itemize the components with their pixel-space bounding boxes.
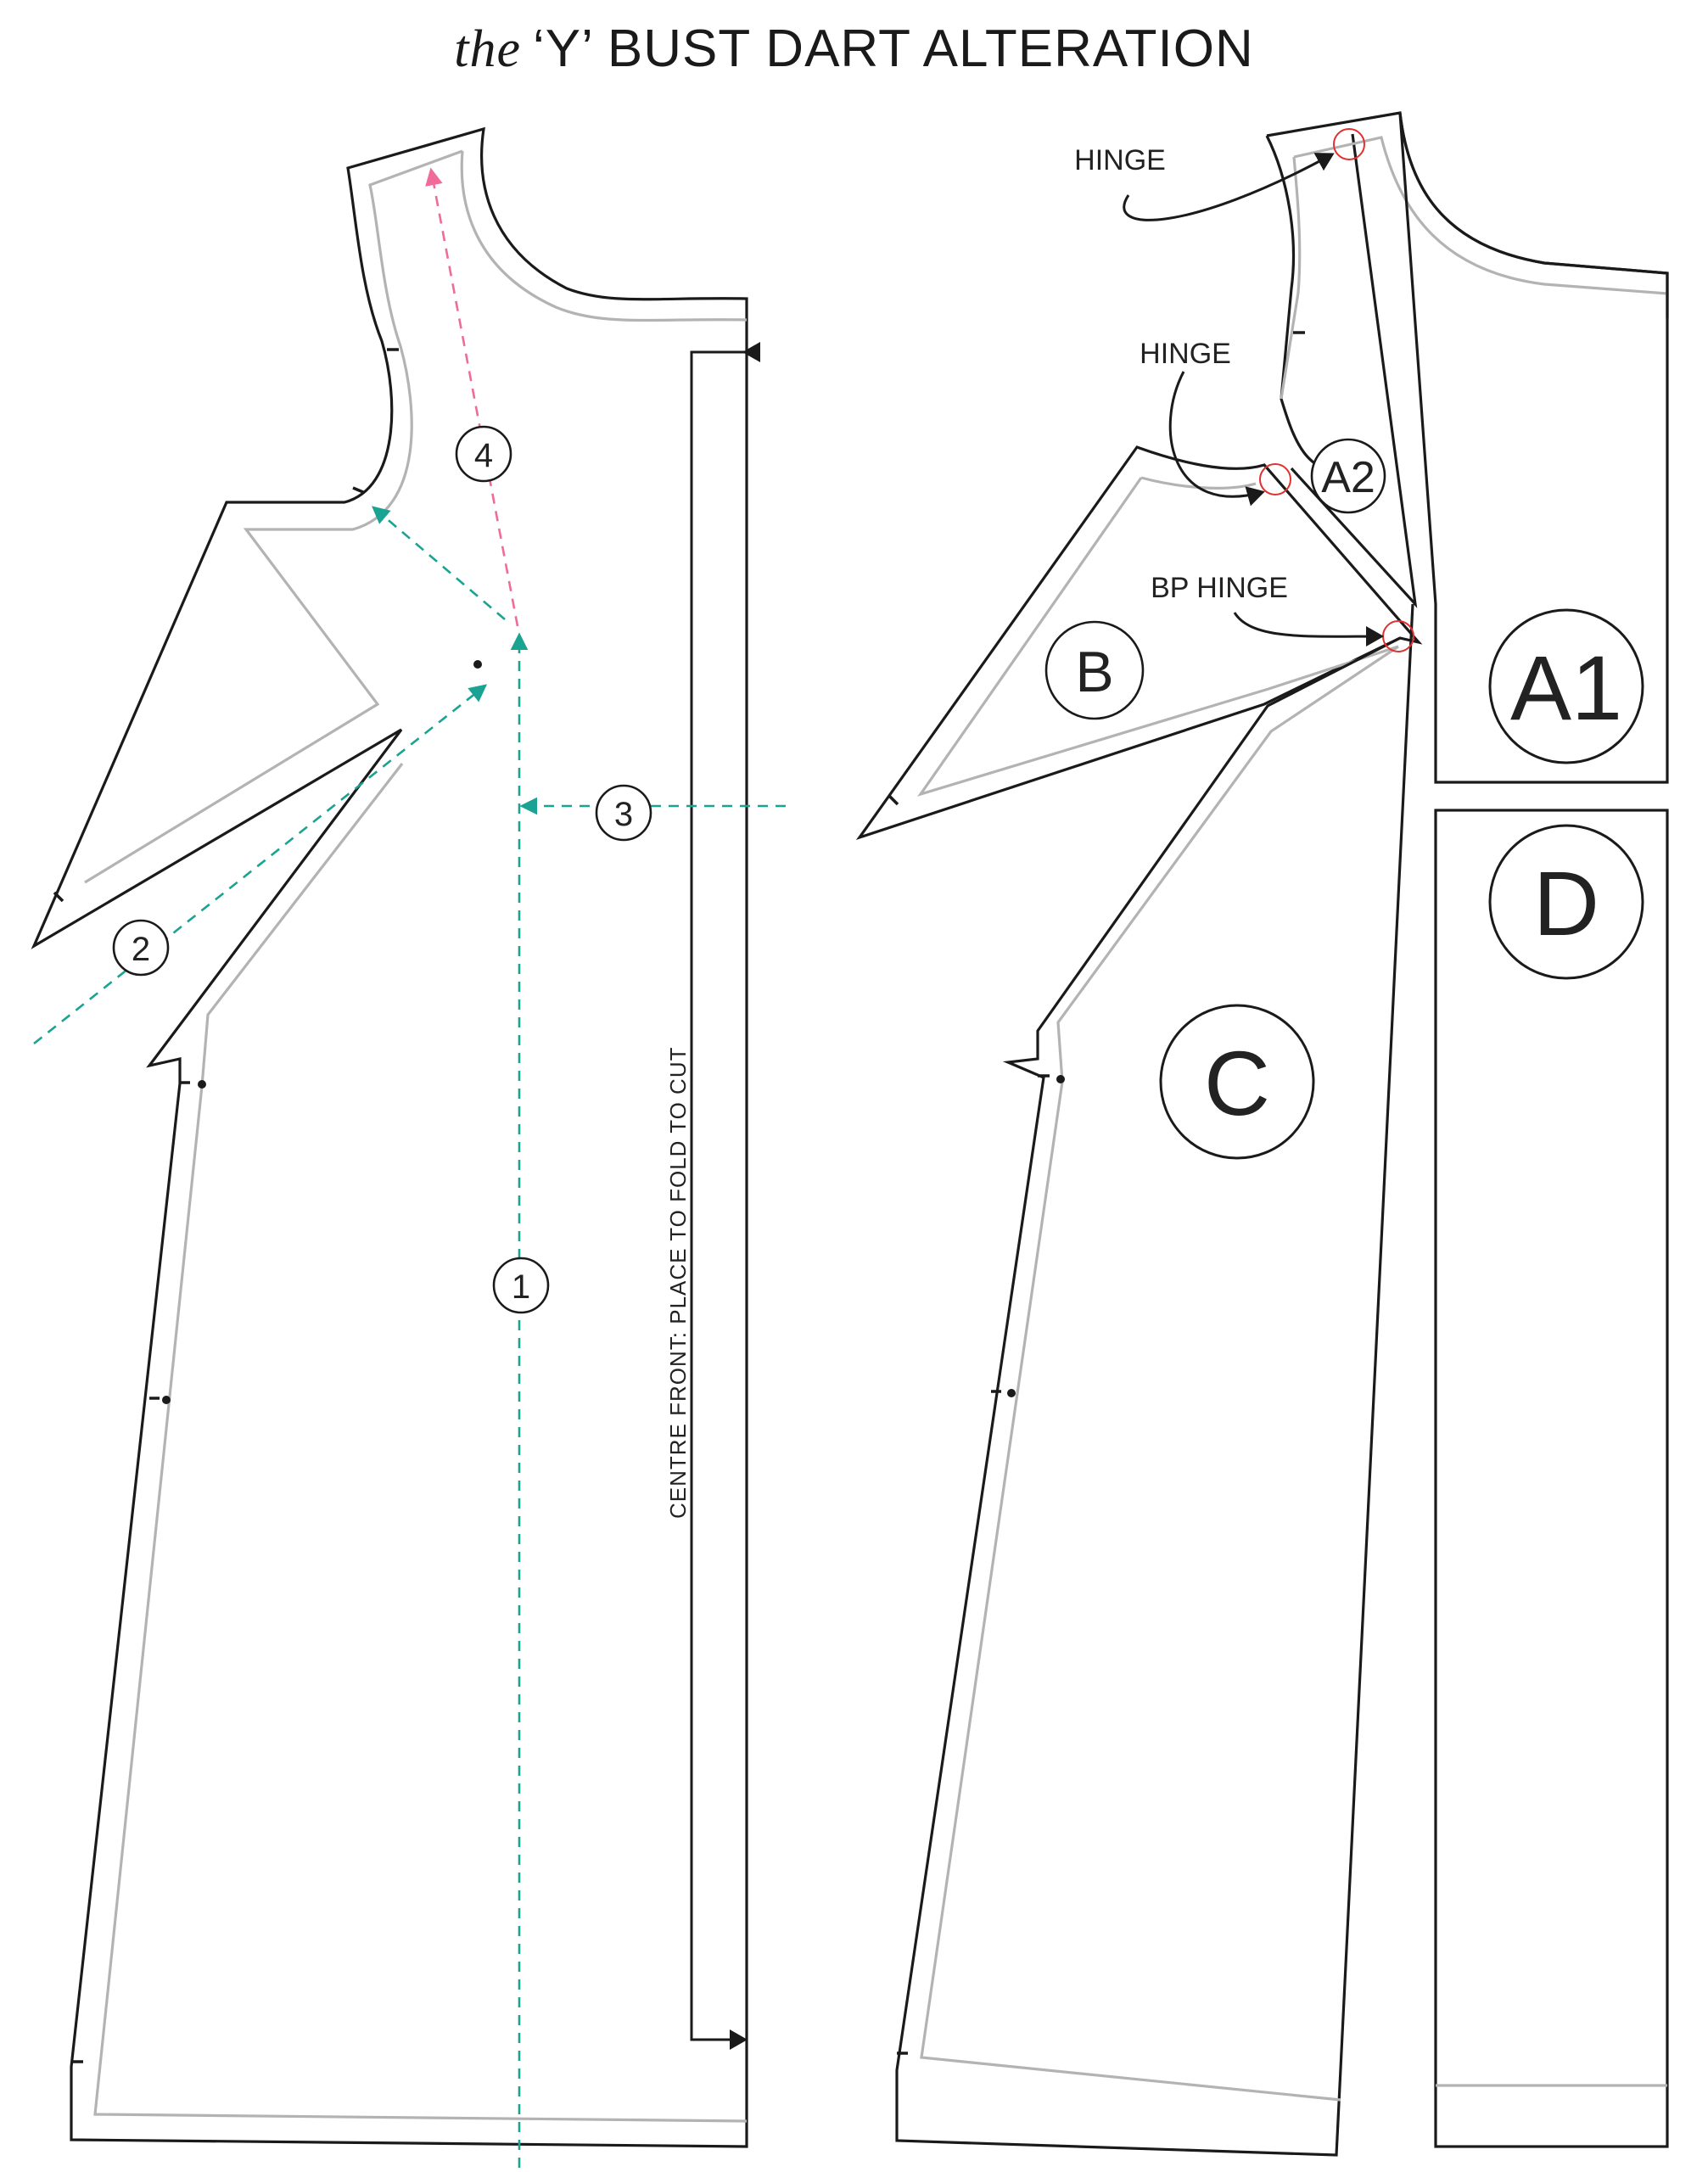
notch — [888, 794, 899, 806]
piece-a1-label: A1 — [1510, 636, 1622, 739]
left-pattern-piece: CENTRE FRONT: PLACE TO FOLD TO CUT 1 2 3… — [31, 126, 786, 2168]
piece-d-outline — [1434, 809, 1669, 2148]
piece-label-a2: A2 — [1310, 438, 1386, 514]
title-main: ‘Y’ BUST DART ALTERATION — [533, 20, 1254, 78]
hinge-marker-top — [1333, 128, 1365, 160]
diagram-title: the‘Y’ BUST DART ALTERATION — [0, 19, 1708, 80]
piece-c-label: C — [1204, 1032, 1270, 1134]
piece-c-seam-allowance — [920, 645, 1399, 2102]
step-label-4: 4 — [474, 437, 493, 474]
notch-dot — [198, 1080, 206, 1089]
notch-dot — [162, 1396, 171, 1404]
piece-a2-outline — [1265, 111, 1669, 473]
piece-d-label: D — [1533, 852, 1599, 954]
step-label-1: 1 — [512, 1268, 530, 1306]
piece-b-seam-allowance — [917, 476, 1399, 797]
guide-line-2 — [33, 684, 488, 1045]
grainline-bracket — [690, 342, 760, 2050]
piece-b-outline — [855, 445, 1423, 841]
piece-label-c: C — [1159, 1004, 1315, 1160]
piece-label-a1: A1 — [1488, 608, 1644, 764]
step-marker-3: 3 — [595, 784, 652, 842]
step-marker-4: 4 — [455, 425, 512, 483]
hinge-arrow-bust-point — [1233, 612, 1384, 647]
piece-a1-outline — [1398, 112, 1669, 784]
guide-line-4 — [425, 167, 519, 627]
title-prefix: the — [454, 20, 522, 78]
hinge-label-bust-point: BP HINGE — [1151, 572, 1288, 604]
hinge-marker-neck — [1259, 463, 1291, 495]
piece-a2-wedge — [1290, 133, 1418, 608]
step-label-3: 3 — [614, 796, 633, 833]
notch-dot — [1007, 1389, 1016, 1397]
bust-point-dot — [473, 660, 482, 669]
left-piece-outline — [31, 126, 748, 2148]
hinge-arrow-top — [1123, 153, 1335, 221]
notch — [53, 891, 64, 903]
left-piece-seam-allowance — [84, 149, 748, 2123]
piece-label-b: B — [1044, 620, 1145, 720]
piece-label-d: D — [1488, 824, 1644, 980]
grainline-label: CENTRE FRONT: PLACE TO FOLD TO CUT — [665, 1047, 691, 1520]
piece-a2-seam-allowance — [1280, 136, 1668, 400]
notch-dot — [1056, 1075, 1065, 1083]
hinge-arrow-neck — [1168, 371, 1265, 507]
piece-b-label: B — [1075, 640, 1113, 704]
piece-a2-label: A2 — [1321, 453, 1375, 502]
step-label-2: 2 — [132, 931, 150, 968]
piece-c-outline — [895, 603, 1414, 2157]
step-marker-2: 2 — [112, 919, 170, 977]
hinge-label-neck: HINGE — [1140, 338, 1231, 370]
guide-line-neck — [372, 506, 506, 620]
notch — [352, 486, 364, 494]
step-marker-1: 1 — [492, 1257, 550, 1314]
right-pattern-piece: HINGE HINGE BP HINGE A2 B A1 D C — [855, 111, 1669, 2157]
hinge-label-top: HINGE — [1074, 144, 1166, 176]
